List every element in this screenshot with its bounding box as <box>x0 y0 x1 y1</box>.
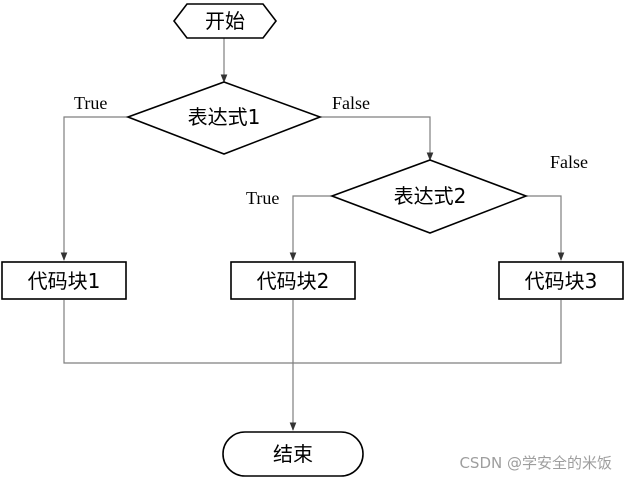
decision-1: 表达式1 <box>125 81 323 155</box>
decision-1-diamond <box>125 81 323 155</box>
end-node: 结束 <box>222 431 364 477</box>
end-label: 结束 <box>273 442 313 466</box>
code-block-1-label: 代码块1 <box>28 269 101 293</box>
code-block-1: 代码块1 <box>1 261 127 300</box>
cond1-false-label: False <box>332 93 370 113</box>
decision-2-label: 表达式2 <box>394 184 467 208</box>
code-block-3: 代码块3 <box>498 261 624 300</box>
cond2-false-label: False <box>550 152 588 172</box>
start-node: 开始 <box>172 3 278 39</box>
code-block-1-box <box>1 261 127 300</box>
cond2-true-label: True <box>246 188 279 208</box>
cond1-false-arrow <box>320 116 434 161</box>
code-block-2-box <box>230 261 356 300</box>
decision-2: 表达式2 <box>329 159 529 234</box>
cond2-false-arrow <box>526 195 565 261</box>
watermark: CSDN @学安全的米饭 <box>459 454 612 472</box>
end-terminator <box>222 431 364 477</box>
code-block-2-label: 代码块2 <box>257 269 330 293</box>
code-block-3-box <box>498 261 624 300</box>
merge-line <box>63 300 562 364</box>
cond2-true-arrow <box>289 195 332 261</box>
start-label: 开始 <box>205 9 245 33</box>
decision-1-label: 表达式1 <box>188 105 261 129</box>
cond1-true-label: True <box>74 93 107 113</box>
cond1-true-arrow <box>60 116 128 261</box>
connectors <box>60 38 565 431</box>
start-hexagon <box>172 3 278 39</box>
code-block-3-label: 代码块3 <box>525 269 598 293</box>
decision-2-diamond <box>329 159 529 234</box>
code-block-2: 代码块2 <box>230 261 356 300</box>
